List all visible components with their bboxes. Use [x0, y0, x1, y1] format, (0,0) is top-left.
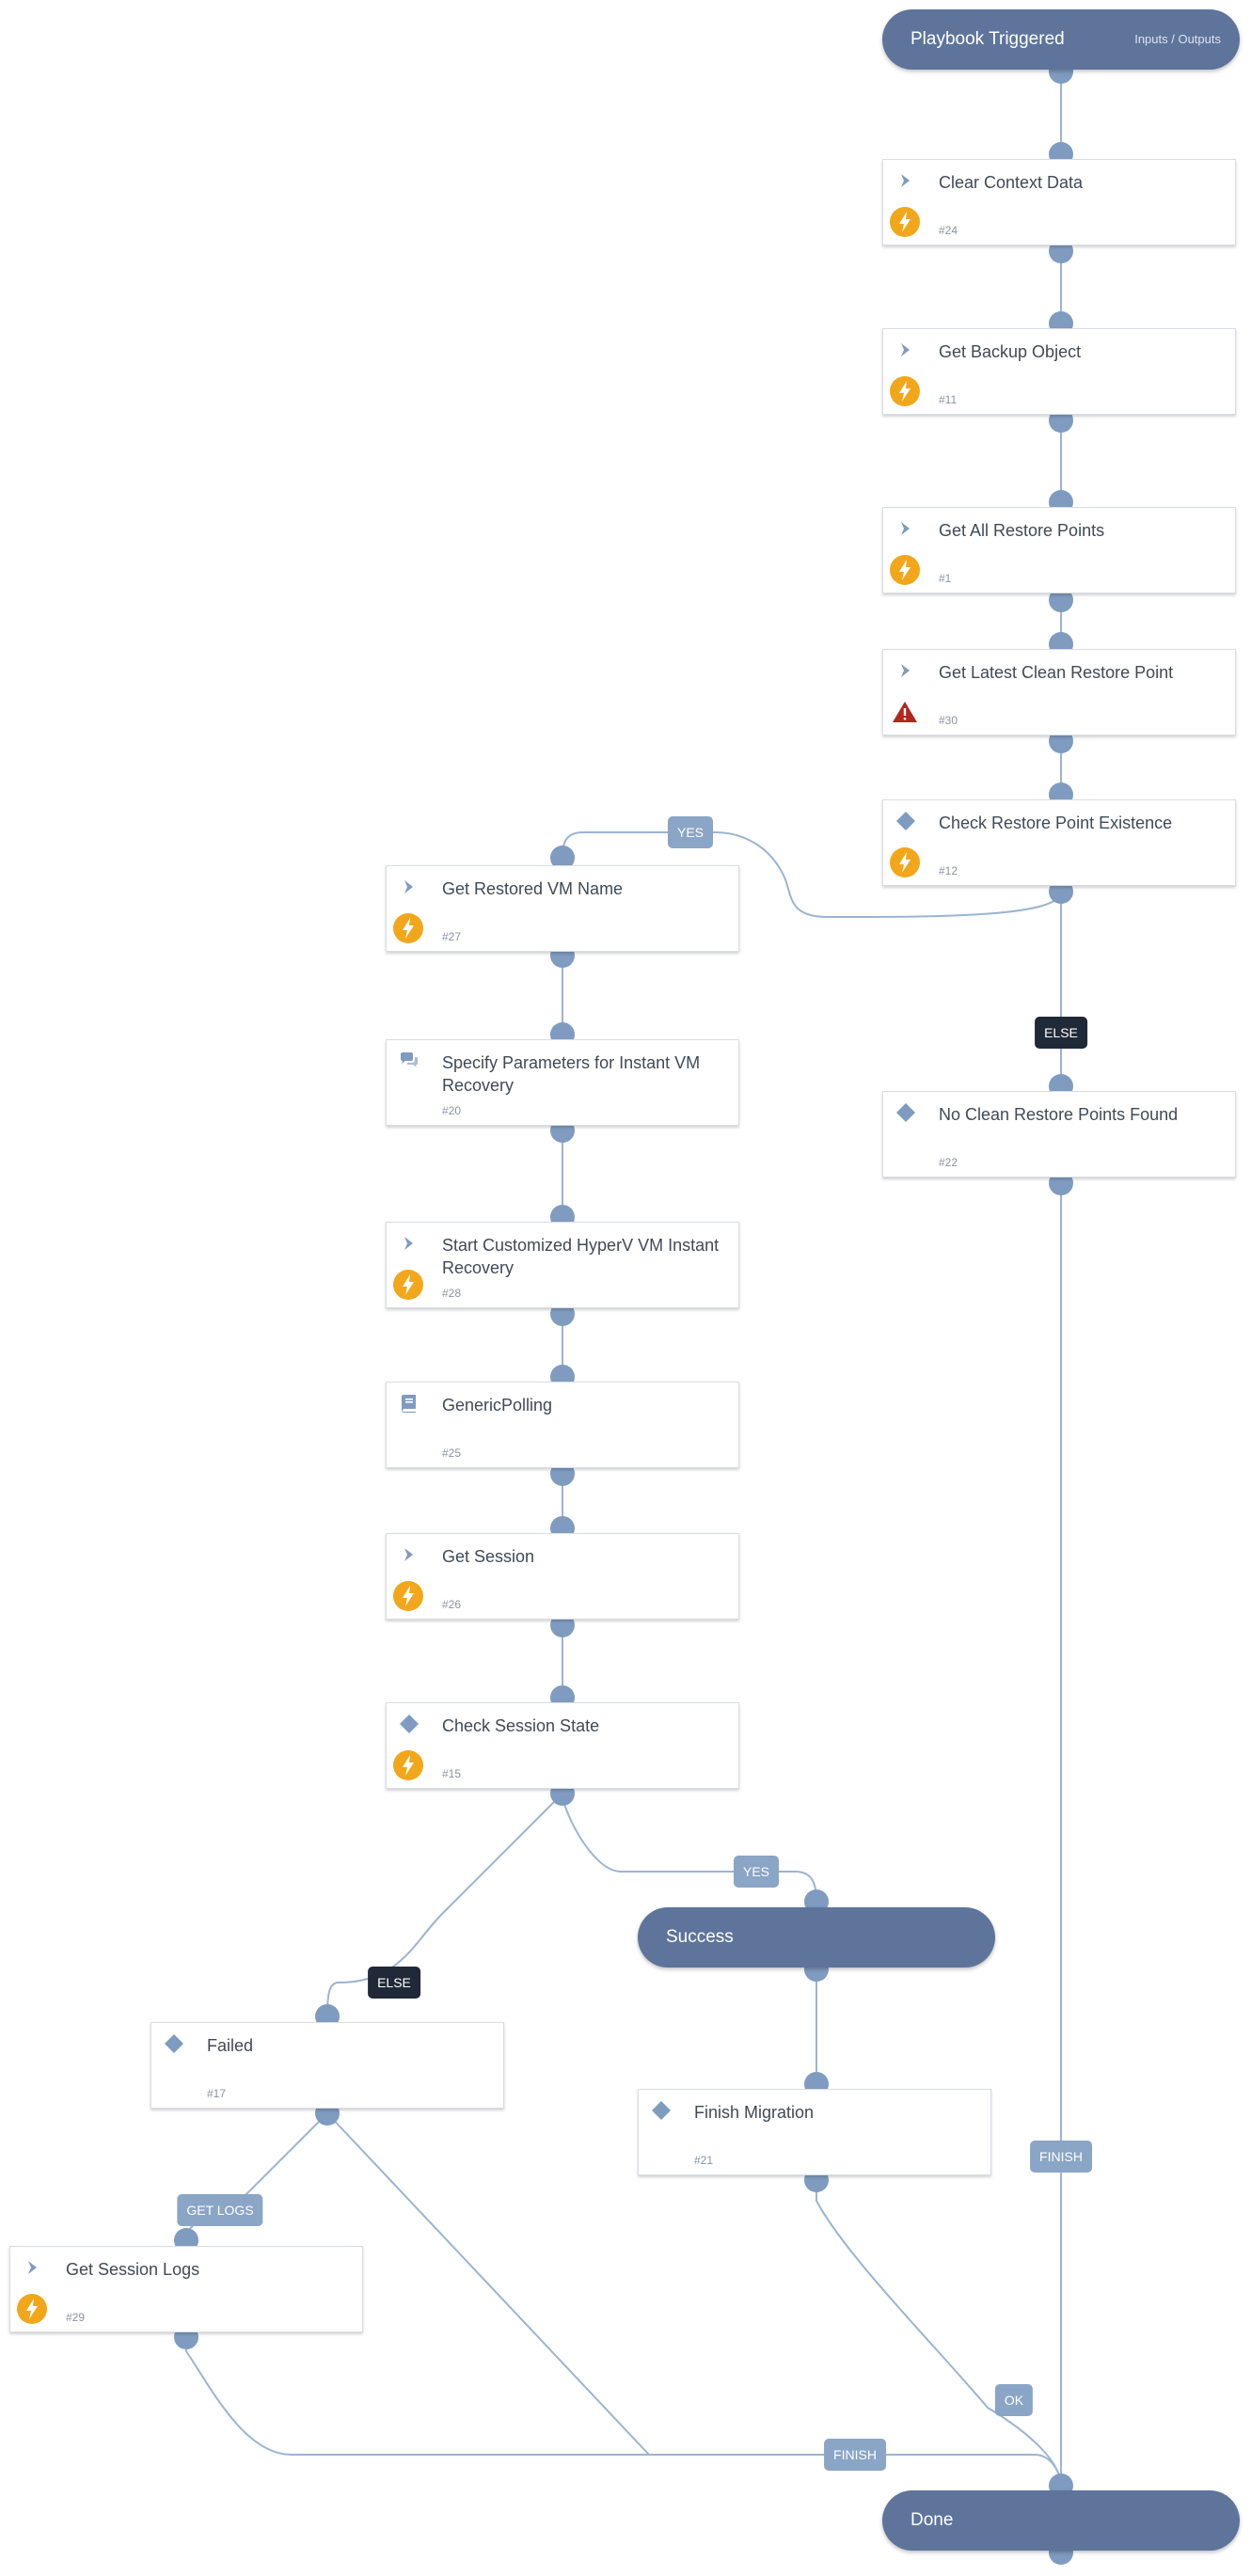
task-title: Clear Context Data	[939, 173, 1084, 192]
task-number: #24	[939, 224, 958, 237]
playbook-triggered-node[interactable]: Playbook Triggered Inputs / Outputs	[882, 9, 1240, 70]
chevron-icon	[901, 522, 910, 535]
task-title: Get Restored VM Name	[442, 879, 624, 898]
chevron-icon	[404, 880, 413, 893]
edge-session-logs-finish	[185, 2337, 1062, 2487]
task-get-latest-clean-restore-point[interactable]: Get Latest Clean Restore Point #30	[882, 649, 1236, 735]
edge-check-state-else	[326, 1793, 563, 2017]
edge-failed-finish	[326, 2112, 650, 2456]
chevron-icon	[404, 1548, 413, 1561]
task-number: #12	[939, 864, 958, 877]
diamond-icon	[896, 812, 915, 830]
task-clear-context-data[interactable]: Clear Context Data #24	[882, 159, 1236, 245]
edge-label-get-logs[interactable]: GET LOGS	[177, 2194, 263, 2226]
connector-dot	[550, 845, 575, 870]
task-get-session-logs[interactable]: Get Session Logs #29	[9, 2246, 363, 2332]
task-title: Get Latest Clean Restore Point	[939, 663, 1174, 682]
chevron-icon	[901, 343, 910, 356]
edge-label-else[interactable]: ELSE	[368, 1967, 420, 1999]
task-title: Specify Parameters for Instant VM Recove…	[442, 1053, 701, 1095]
task-failed[interactable]: Failed #17	[150, 2022, 504, 2109]
diamond-icon	[896, 1103, 915, 1122]
task-finish-migration[interactable]: Finish Migration #21	[638, 2089, 991, 2175]
task-generic-polling[interactable]: GenericPolling #25	[386, 1382, 739, 1468]
book-icon	[402, 1395, 416, 1413]
chevron-icon	[28, 2261, 37, 2274]
chevron-icon	[901, 174, 910, 187]
task-number: #30	[939, 714, 958, 727]
edge-check-state-yes	[562, 1793, 817, 1903]
lightning-icon	[890, 847, 920, 877]
lightning-icon	[393, 1270, 423, 1300]
task-number: #1	[939, 572, 952, 585]
task-number: #21	[694, 2154, 714, 2167]
task-title: Start Customized HyperV VM Instant Recov…	[442, 1236, 720, 1277]
task-number: #29	[66, 2311, 86, 2324]
warning-icon	[893, 702, 917, 722]
success-node[interactable]: Success	[638, 1907, 995, 1968]
connector-dots	[174, 59, 1073, 2565]
task-title: GenericPolling	[442, 1396, 553, 1414]
task-title: Check Session State	[442, 1716, 600, 1735]
edge-label-ok[interactable]: OK	[994, 2384, 1034, 2416]
lightning-icon	[393, 913, 423, 943]
task-number: #15	[442, 1767, 462, 1780]
task-number: #22	[939, 1156, 958, 1169]
task-no-clean-restore-points-found[interactable]: No Clean Restore Points Found #22	[882, 1091, 1236, 1177]
task-check-restore-point-existence[interactable]: Check Restore Point Existence #12	[882, 799, 1236, 886]
task-title: Check Restore Point Existence	[939, 814, 1173, 832]
task-title: Get All Restore Points	[939, 521, 1105, 540]
edge-label-else[interactable]: ELSE	[1035, 1017, 1087, 1049]
lightning-icon	[393, 1750, 423, 1780]
task-number: #11	[939, 393, 958, 406]
task-number: #26	[442, 1598, 462, 1611]
task-number: #20	[442, 1104, 462, 1117]
task-number: #25	[442, 1446, 462, 1460]
task-get-backup-object[interactable]: Get Backup Object #11	[882, 328, 1236, 415]
diamond-icon	[652, 2101, 671, 2120]
lightning-icon	[890, 376, 920, 406]
edge-label-finish[interactable]: FINISH	[824, 2439, 886, 2471]
edge-check-existence-yes	[562, 831, 1062, 919]
task-number: #27	[442, 930, 462, 943]
done-node[interactable]: Done	[882, 2490, 1240, 2551]
task-title: Get Session Logs	[66, 2260, 200, 2279]
task-number: #17	[207, 2087, 227, 2100]
lightning-icon	[890, 207, 920, 237]
chevron-icon	[901, 664, 910, 677]
chat-icon	[401, 1052, 418, 1067]
task-start-hyperv-recovery[interactable]: Start Customized HyperV VM Instant Recov…	[386, 1222, 739, 1308]
task-title: No Clean Restore Points Found	[939, 1105, 1179, 1124]
task-title: Failed	[207, 2036, 254, 2055]
lightning-icon	[393, 1581, 423, 1611]
edge-finish-migration-ok	[816, 2180, 1062, 2487]
playbook-triggered-title: Playbook Triggered	[911, 29, 1065, 49]
done-title: Done	[911, 2510, 954, 2530]
edge-label-yes[interactable]: YES	[667, 816, 714, 848]
task-specify-parameters[interactable]: Specify Parameters for Instant VM Recove…	[386, 1039, 739, 1126]
task-get-session[interactable]: Get Session #26	[386, 1533, 739, 1620]
diamond-icon	[400, 1715, 419, 1733]
chevron-icon	[404, 1237, 413, 1250]
inputs-outputs-link[interactable]: Inputs / Outputs	[1134, 32, 1221, 46]
lightning-icon	[17, 2294, 47, 2324]
task-title: Get Backup Object	[939, 342, 1082, 361]
task-get-restored-vm-name[interactable]: Get Restored VM Name #27	[386, 865, 739, 952]
task-title: Get Session	[442, 1547, 535, 1566]
task-check-session-state[interactable]: Check Session State #15	[386, 1702, 739, 1789]
lightning-icon	[890, 555, 920, 585]
task-get-all-restore-points[interactable]: Get All Restore Points #1	[882, 507, 1236, 593]
connector-dot	[1049, 588, 1073, 612]
task-title: Finish Migration	[694, 2103, 815, 2122]
success-title: Success	[666, 1927, 734, 1947]
task-number: #28	[442, 1287, 462, 1300]
edge-label-finish[interactable]: FINISH	[1030, 2141, 1092, 2173]
diamond-icon	[165, 2034, 183, 2053]
edge-label-yes[interactable]: YES	[733, 1856, 780, 1888]
